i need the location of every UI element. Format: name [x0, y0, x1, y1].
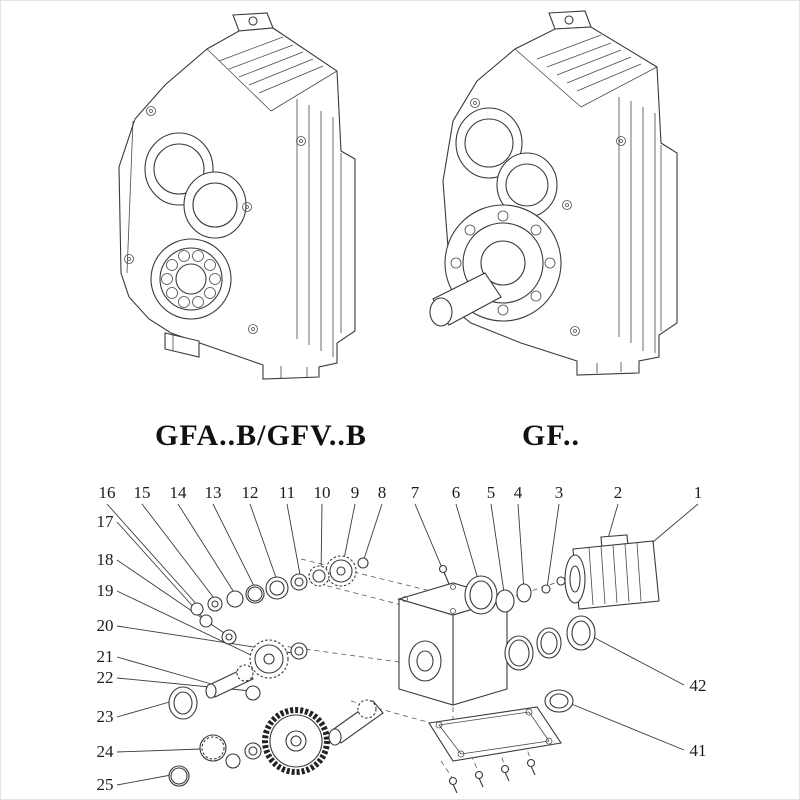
callout-number-14: 14	[170, 483, 188, 502]
callout-number-21: 21	[97, 647, 114, 666]
callout-number-3: 3	[555, 483, 564, 502]
callout-numbers: 16 15 14 13 12 11 10 9 8 7 6 5 4 3 2 1 1…	[97, 483, 707, 794]
cooling-fins	[218, 36, 324, 94]
callout-number-4: 4	[514, 483, 523, 502]
mounting-feet	[164, 332, 308, 378]
callout-number-9: 9	[351, 483, 360, 502]
callout-number-1: 1	[694, 483, 703, 502]
callout-number-10: 10	[314, 483, 331, 502]
housing-outline	[442, 26, 678, 376]
intermediate-gear-set	[168, 639, 308, 720]
callout-number-25: 25	[97, 775, 114, 794]
output-gear-set	[168, 699, 384, 787]
callout-number-13: 13	[205, 483, 222, 502]
exploded-parts-diagram: 16 15 14 13 12 11 10 9 8 7 6 5 4 3 2 1 1…	[97, 483, 707, 794]
callout-number-8: 8	[378, 483, 387, 502]
motor	[556, 534, 660, 610]
callout-number-20: 20	[97, 616, 114, 635]
callout-number-41: 41	[690, 741, 707, 760]
vent-bolt	[438, 564, 450, 585]
bolt-holes	[124, 106, 306, 334]
callout-number-2: 2	[614, 483, 623, 502]
callout-number-24: 24	[97, 742, 115, 761]
callout-number-5: 5	[487, 483, 496, 502]
bearing-bores	[144, 132, 247, 239]
bolt-holes	[470, 98, 626, 336]
callout-number-12: 12	[242, 483, 259, 502]
gearbox-view-gf	[429, 10, 678, 376]
callout-number-17: 17	[97, 512, 115, 531]
callout-number-7: 7	[411, 483, 420, 502]
rings-and-shims	[464, 575, 596, 713]
bearing-bores	[455, 107, 558, 218]
callout-number-42: 42	[690, 676, 707, 695]
callout-number-22: 22	[97, 668, 114, 687]
top-cap	[548, 10, 592, 30]
gearbox-view-gfab	[118, 12, 356, 380]
callout-number-16: 16	[99, 483, 116, 502]
output-flange-shaft	[429, 204, 562, 327]
callout-number-6: 6	[452, 483, 461, 502]
output-bearing	[150, 238, 232, 320]
callout-number-19: 19	[97, 581, 114, 600]
callout-number-15: 15	[134, 483, 151, 502]
callout-number-18: 18	[97, 550, 114, 569]
callout-number-11: 11	[279, 483, 295, 502]
input-gear-train	[190, 555, 369, 645]
model-label-gfab-gfvb: GFA..B/GFV..B	[155, 419, 367, 452]
gasket-and-bolts	[428, 706, 562, 794]
callout-number-23: 23	[97, 707, 114, 726]
cooling-fins	[536, 34, 642, 92]
mounting-feet	[596, 362, 622, 373]
model-label-gf: GF..	[522, 419, 580, 452]
